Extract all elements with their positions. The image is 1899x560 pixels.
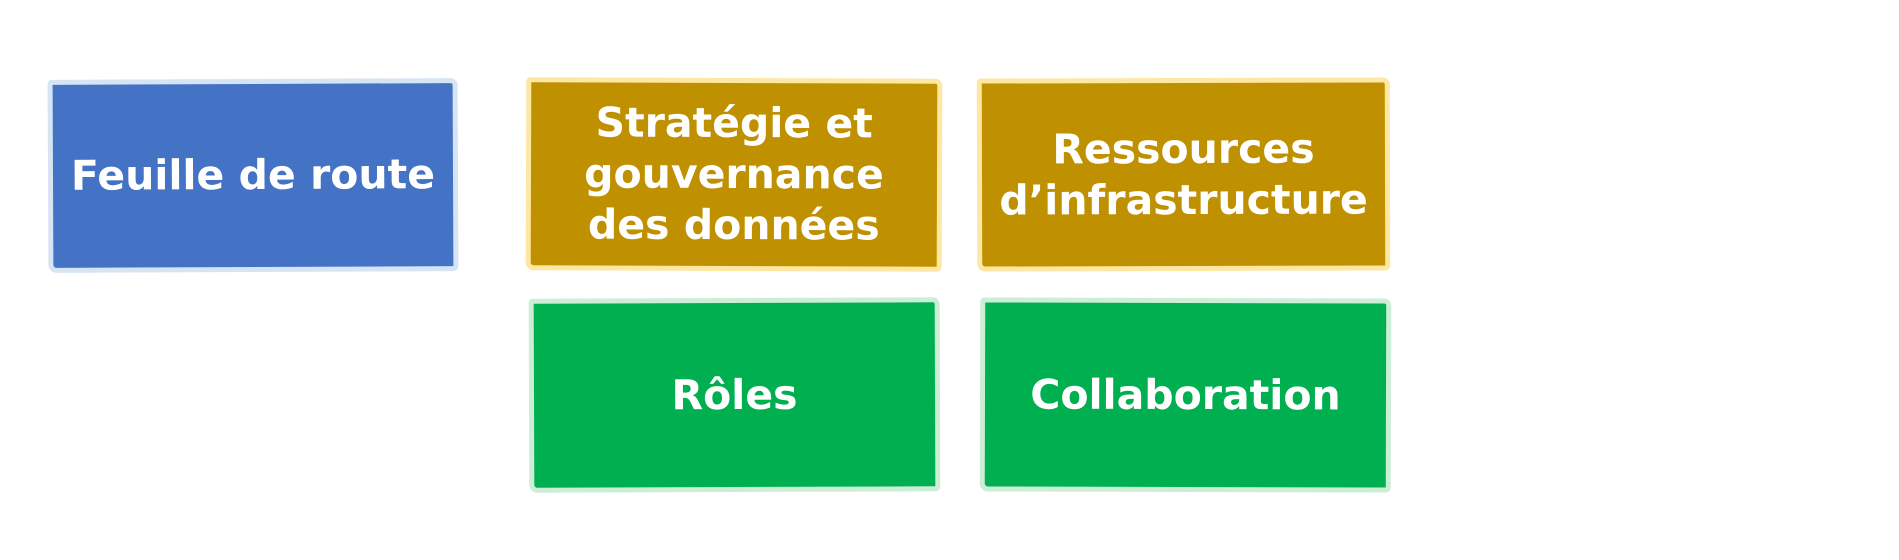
- data-strategy-governance-label: Stratégie et gouvernance des données: [584, 98, 884, 250]
- collaboration-label: Collaboration: [1030, 370, 1341, 419]
- infrastructure-resources-card: Ressources d’infrastructure: [976, 77, 1391, 272]
- roadmap-label: Feuille de route: [70, 150, 436, 200]
- data-strategy-governance-card: Stratégie et gouvernance des données: [525, 77, 943, 272]
- collaboration-card: Collaboration: [979, 297, 1392, 493]
- roles-label: Rôles: [671, 370, 798, 419]
- infrastructure-resources-label: Ressources d’infrastructure: [999, 124, 1368, 224]
- roadmap-card: Feuille de route: [47, 78, 459, 273]
- roles-card: Rôles: [528, 297, 941, 493]
